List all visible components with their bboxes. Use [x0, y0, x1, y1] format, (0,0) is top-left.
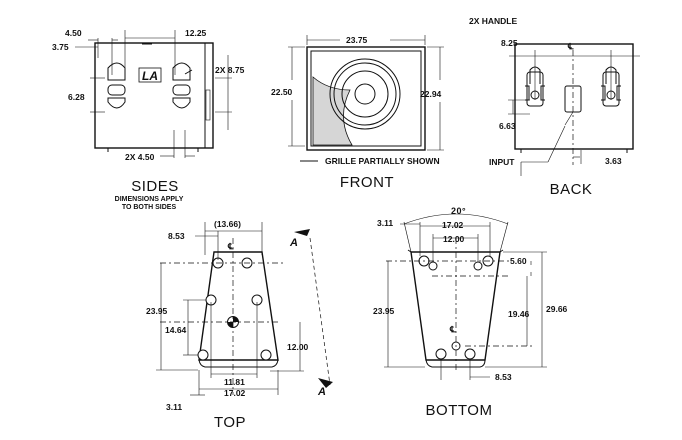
dim-bottom-5-60: 5.60 — [510, 256, 527, 266]
back-view: ℄ 2X HANDLE 8.25 6.63 INPUT 3.63 BACK — [469, 16, 640, 198]
dim-top-14-64: 14.64 — [165, 325, 187, 335]
dim-sides-3-75: 3.75 — [52, 42, 69, 52]
right-rigging-point — [172, 62, 191, 81]
dim-top-17-02: 17.02 — [224, 388, 246, 398]
bottom-title: BOTTOM — [426, 402, 493, 419]
dim-top-13-66: (13.66) — [214, 219, 241, 229]
sides-view: LA 4.50 3.75 12.25 6.28 2X 8.75 2X 4.50 … — [52, 28, 245, 211]
dim-bottom-8-53: 8.53 — [495, 372, 512, 382]
sides-title: SIDES — [131, 178, 179, 195]
left-rigging-point — [107, 62, 126, 81]
angle-20-degrees: 20° — [451, 206, 466, 216]
dim-bottom-3-11: 3.11 — [377, 218, 393, 228]
dim-top-8-53: 8.53 — [168, 231, 185, 241]
back-centerline-mark: ℄ — [567, 41, 574, 51]
la-logo — [138, 67, 162, 83]
woofer-dustcap — [354, 83, 376, 105]
dim-front-22-50: 22.50 — [271, 87, 293, 97]
dim-front-23-75: 23.75 — [346, 35, 368, 45]
dim-front-22-94: 22.94 — [420, 89, 442, 99]
dim-bottom-23-95: 23.95 — [373, 306, 395, 316]
handle-note: 2X HANDLE — [469, 16, 518, 26]
grille-note: GRILLE PARTIALLY SHOWN — [325, 156, 440, 166]
dim-back-8-25: 8.25 — [501, 38, 518, 48]
section-marker-a-top: A — [289, 237, 298, 249]
front-outline — [306, 46, 426, 151]
front-view: 23.75 22.50 22.94 GRILLE PARTIALLY SHOWN… — [271, 35, 444, 191]
section-marker-a-bottom: A — [317, 386, 326, 398]
sides-note-line2: TO BOTH SIDES — [122, 204, 177, 211]
section-line-a — [309, 237, 331, 386]
dim-back-6-63: 6.63 — [499, 121, 516, 131]
dim-bottom-17-02: 17.02 — [442, 220, 464, 230]
dim-bottom-29-66: 29.66 — [546, 304, 568, 314]
dim-top-23-95: 23.95 — [146, 306, 168, 316]
dim-sides-4-50-top: 4.50 — [65, 28, 82, 38]
top-centerline-mark: ℄ — [227, 241, 234, 251]
sides-note-line1: DIMENSIONS APPLY — [115, 196, 184, 203]
back-title: BACK — [550, 181, 593, 198]
angle-arc — [403, 213, 509, 225]
dim-back-3-63: 3.63 — [605, 156, 622, 166]
dim-bottom-19-46: 19.46 — [508, 309, 530, 319]
top-view: ℄ A A (13.66) 8.53 23.95 14.64 12.00 1 — [146, 219, 333, 431]
grille-partial — [312, 76, 353, 146]
woofer-outer — [329, 58, 401, 130]
back-outline — [514, 43, 634, 150]
dim-top-11-81: 11.81 — [224, 377, 245, 387]
bottom-view: ℄ 20° 3.11 17.02 12.00 5.60 23.95 19.46 — [373, 206, 568, 419]
sides-slot — [205, 89, 211, 121]
dim-top-12-00: 12.00 — [287, 342, 309, 352]
dim-top-3-11: 3.11 — [166, 402, 182, 412]
dim-sides-12-25: 12.25 — [185, 28, 207, 38]
bottom-centerline-mark: ℄ — [449, 324, 456, 334]
dim-sides-6-28: 6.28 — [68, 92, 85, 102]
dim-bottom-12-00: 12.00 — [443, 234, 465, 244]
dim-sides-8-75: 2X 8.75 — [215, 65, 245, 75]
la-logo-text: LA — [142, 69, 158, 83]
top-title: TOP — [214, 414, 246, 431]
front-title: FRONT — [340, 174, 394, 191]
dim-sides-4-50-bottom: 2X 4.50 — [125, 152, 155, 162]
input-label: INPUT — [489, 157, 515, 167]
